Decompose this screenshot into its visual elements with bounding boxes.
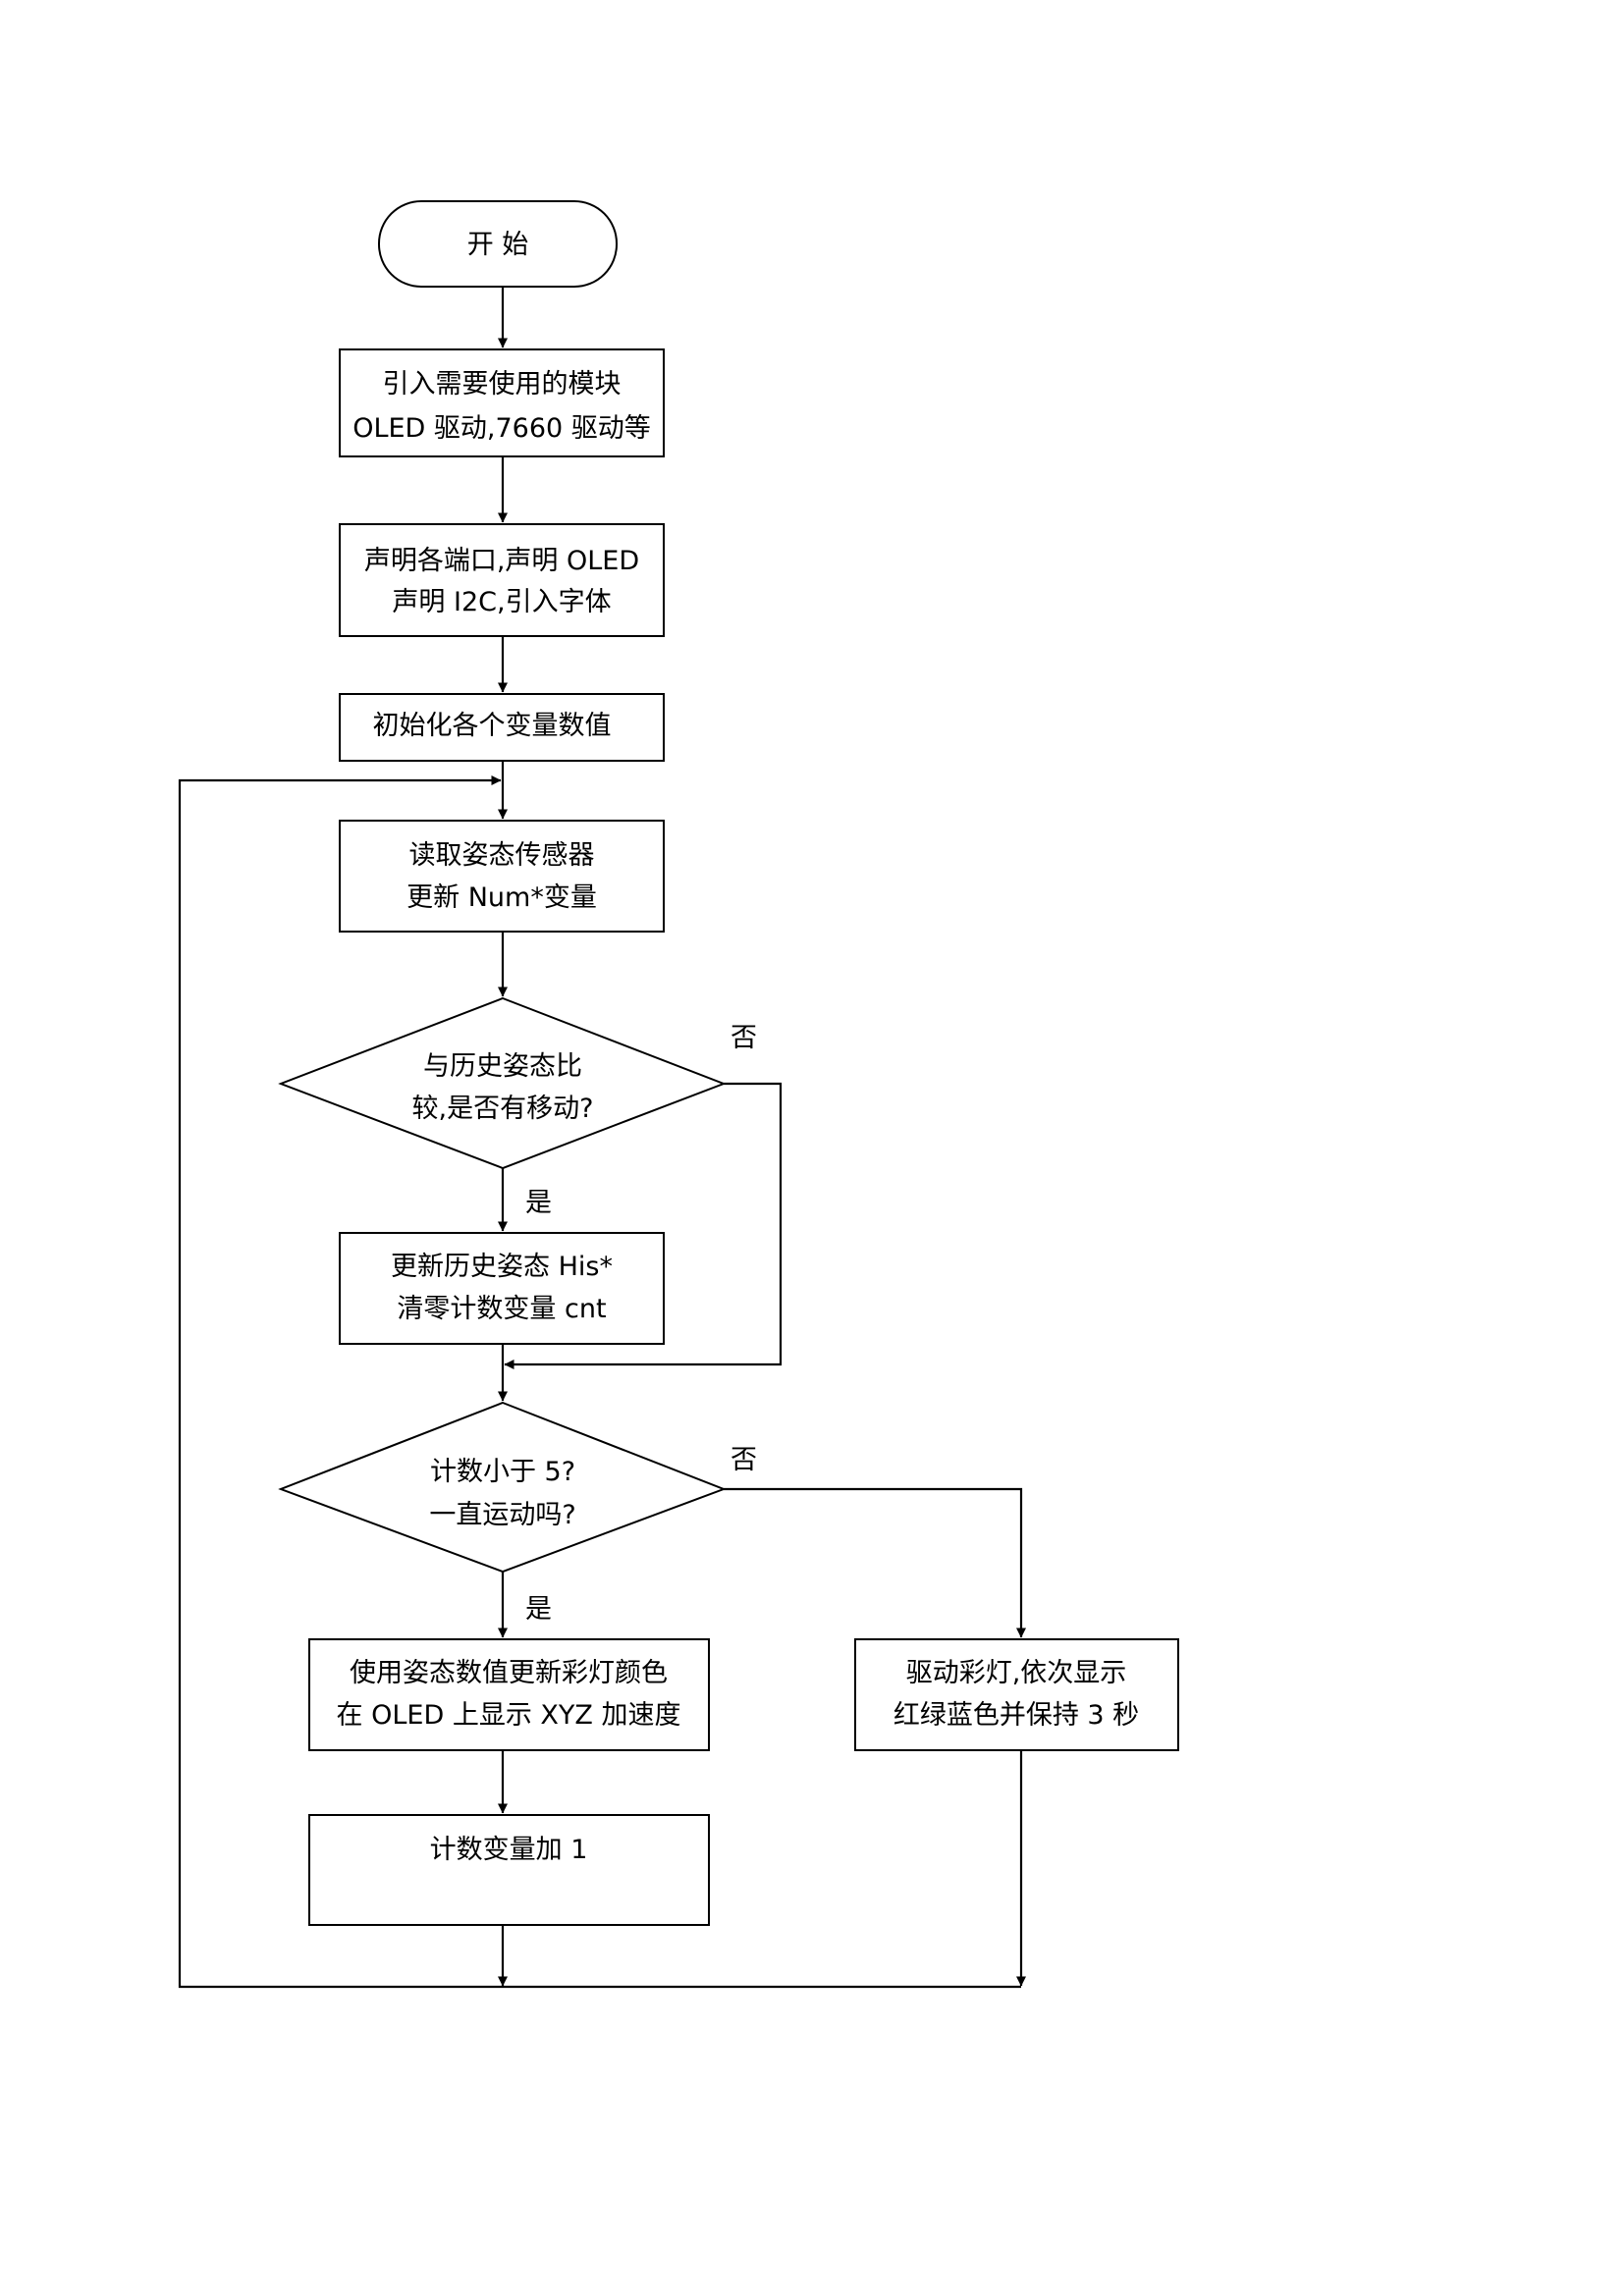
init-vars-label: 初始化各个变量数值	[373, 711, 612, 741]
declare-ports-line-2: 声明 I2C,引入字体	[392, 587, 611, 617]
declare-ports-line-1: 声明各端口,声明 OLED	[364, 546, 639, 576]
start-node: 开 始	[378, 200, 618, 288]
count-check-line-1: 计数小于 5?	[430, 1457, 575, 1487]
count-check-line-2: 一直运动吗?	[429, 1500, 575, 1530]
update-history-line-1: 更新历史姿态 His*	[391, 1252, 613, 1282]
arrow-count-no	[724, 1487, 1026, 1638]
import-modules-node: 引入需要使用的模块 OLED 驱动,7660 驱动等	[339, 348, 665, 457]
read-sensor-node: 读取姿态传感器 更新 Num*变量	[339, 820, 665, 933]
compare-history-line-2: 较,是否有移动?	[412, 1094, 594, 1124]
count-yes-label: 是	[525, 1594, 552, 1625]
declare-ports-node: 声明各端口,声明 OLED 声明 I2C,引入字体	[339, 523, 665, 637]
import-modules-line-2: OLED 驱动,7660 驱动等	[352, 413, 651, 444]
compare-yes-label: 是	[525, 1188, 552, 1218]
update-light-line-1: 使用姿态数值更新彩灯颜色	[350, 1658, 668, 1688]
compare-history-decision: 与历史姿态比 较,是否有移动?	[278, 996, 727, 1170]
compare-no-label: 否	[731, 1023, 757, 1053]
arrow-compare-no	[504, 1082, 783, 1369]
drive-light-node: 驱动彩灯,依次显示 红绿蓝色并保持 3 秒	[854, 1638, 1179, 1751]
read-sensor-line-1: 读取姿态传感器	[409, 840, 595, 871]
compare-history-line-1: 与历史姿态比	[423, 1051, 582, 1082]
update-history-line-2: 清零计数变量 cnt	[397, 1294, 606, 1324]
increment-counter-node: 计数变量加 1	[308, 1814, 710, 1926]
count-check-decision: 计数小于 5? 一直运动吗?	[278, 1401, 727, 1574]
start-label: 开 始	[467, 230, 529, 260]
increment-counter-label: 计数变量加 1	[430, 1835, 588, 1865]
loop-back-line	[178, 775, 1021, 1989]
init-vars-node: 初始化各个变量数值	[339, 693, 665, 762]
drive-light-line-1: 驱动彩灯,依次显示	[906, 1658, 1127, 1688]
import-modules-line-1: 引入需要使用的模块	[383, 369, 622, 400]
update-light-line-2: 在 OLED 上显示 XYZ 加速度	[337, 1700, 681, 1731]
count-no-label: 否	[731, 1445, 757, 1475]
update-light-node: 使用姿态数值更新彩灯颜色 在 OLED 上显示 XYZ 加速度	[308, 1638, 710, 1751]
drive-light-line-2: 红绿蓝色并保持 3 秒	[893, 1700, 1139, 1731]
read-sensor-line-2: 更新 Num*变量	[406, 882, 597, 913]
connectors	[178, 287, 1026, 1989]
update-history-node: 更新历史姿态 His* 清零计数变量 cnt	[339, 1232, 665, 1345]
